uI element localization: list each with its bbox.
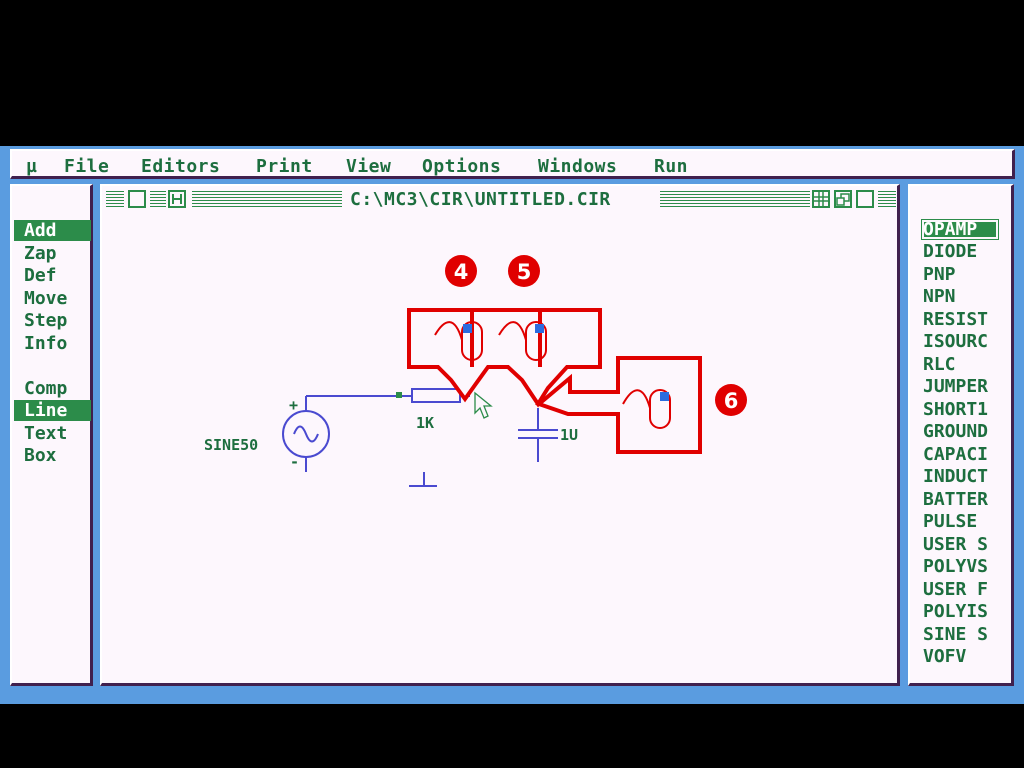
component-induct[interactable]: INDUCT <box>923 466 989 487</box>
mouse-icon <box>434 321 483 361</box>
command-step[interactable]: Step <box>24 310 68 331</box>
component-rlc[interactable]: RLC <box>923 354 956 375</box>
command-zap[interactable]: Zap <box>24 243 57 264</box>
command-panel: Add Zap Def Move Step Info Comp Line Tex… <box>10 184 93 686</box>
titlebar-stripes <box>106 191 124 209</box>
badge-number: 6 <box>724 389 739 413</box>
component-capaci[interactable]: CAPACI <box>923 444 989 465</box>
component-panel: OPAMP DIODE PNP NPN RESIST ISOURC RLC JU… <box>908 184 1014 686</box>
component-vofv[interactable]: VOFV <box>923 646 967 667</box>
circuit-window: C:\MC3\CIR\UNTITLED.CIR <box>100 184 900 686</box>
menu-options[interactable]: Options <box>422 156 502 177</box>
command-move[interactable]: Move <box>24 288 68 309</box>
source-label: SINE50 <box>204 436 258 454</box>
node-marker <box>396 392 402 398</box>
help-icon[interactable] <box>168 190 186 208</box>
window-titlebar[interactable]: C:\MC3\CIR\UNTITLED.CIR <box>104 188 896 212</box>
component-resist[interactable]: RESIST <box>923 309 989 330</box>
component-jumper[interactable]: JUMPER <box>923 376 989 397</box>
callout-badge-6: 6 <box>715 384 747 416</box>
command-info[interactable]: Info <box>24 333 68 354</box>
menu-print[interactable]: Print <box>256 156 313 177</box>
callout-badge-5: 5 <box>508 255 540 287</box>
component-pnp[interactable]: PNP <box>923 264 956 285</box>
window-title: C:\MC3\CIR\UNTITLED.CIR <box>350 189 611 210</box>
titlebar-stripes <box>192 191 342 209</box>
titlebar-stripes <box>660 191 810 209</box>
menu-editors[interactable]: Editors <box>141 156 221 177</box>
menu-view[interactable]: View <box>346 156 392 177</box>
component-isourc[interactable]: ISOURC <box>923 331 989 352</box>
sine-wave-icon <box>293 425 319 443</box>
source-plus-label: + <box>289 396 298 414</box>
resistor-symbol[interactable] <box>411 388 461 403</box>
mouse-icon <box>498 321 547 361</box>
component-sine-s[interactable]: SINE S <box>923 624 989 645</box>
resistor-label: 1K <box>416 414 434 432</box>
mouse-icon <box>622 389 671 429</box>
command-text[interactable]: Text <box>24 423 68 444</box>
badge-number: 4 <box>454 260 469 284</box>
desktop: µ File Editors Print View Options Window… <box>0 146 1024 704</box>
maximize-icon[interactable] <box>856 190 874 208</box>
component-ground[interactable]: GROUND <box>923 421 989 442</box>
command-add[interactable]: Add <box>14 220 91 241</box>
menu-windows[interactable]: Windows <box>538 156 618 177</box>
command-box[interactable]: Box <box>24 445 57 466</box>
component-diode[interactable]: DIODE <box>923 241 978 262</box>
menu-bar: µ File Editors Print View Options Window… <box>10 149 1015 179</box>
component-user-f[interactable]: USER F <box>923 579 989 600</box>
component-polyvs[interactable]: POLYVS <box>923 556 989 577</box>
component-short1[interactable]: SHORT1 <box>923 399 989 420</box>
source-minus-label: - <box>290 453 299 471</box>
arrow-cursor-icon <box>474 391 493 419</box>
titlebar-stripes <box>878 191 896 209</box>
titlebar-stripes <box>150 191 166 209</box>
component-npn[interactable]: NPN <box>923 286 956 307</box>
capacitor-label: 1U <box>560 426 578 444</box>
badge-number: 5 <box>517 260 532 284</box>
command-def[interactable]: Def <box>24 265 57 286</box>
command-comp[interactable]: Comp <box>24 378 68 399</box>
cascade-icon[interactable] <box>834 190 852 208</box>
command-line[interactable]: Line <box>14 400 91 421</box>
component-opamp[interactable]: OPAMP <box>921 219 999 240</box>
component-batter[interactable]: BATTER <box>923 489 989 510</box>
menu-system[interactable]: µ <box>26 156 38 177</box>
grid-icon[interactable] <box>812 190 830 208</box>
component-pulse[interactable]: PULSE <box>923 511 978 532</box>
component-polyis[interactable]: POLYIS <box>923 601 989 622</box>
callout-badge-4: 4 <box>445 255 477 287</box>
component-user-s[interactable]: USER S <box>923 534 989 555</box>
restore-icon[interactable] <box>128 190 146 208</box>
callout-group-4-5 <box>407 308 602 408</box>
menu-file[interactable]: File <box>64 156 110 177</box>
menu-run[interactable]: Run <box>654 156 689 177</box>
